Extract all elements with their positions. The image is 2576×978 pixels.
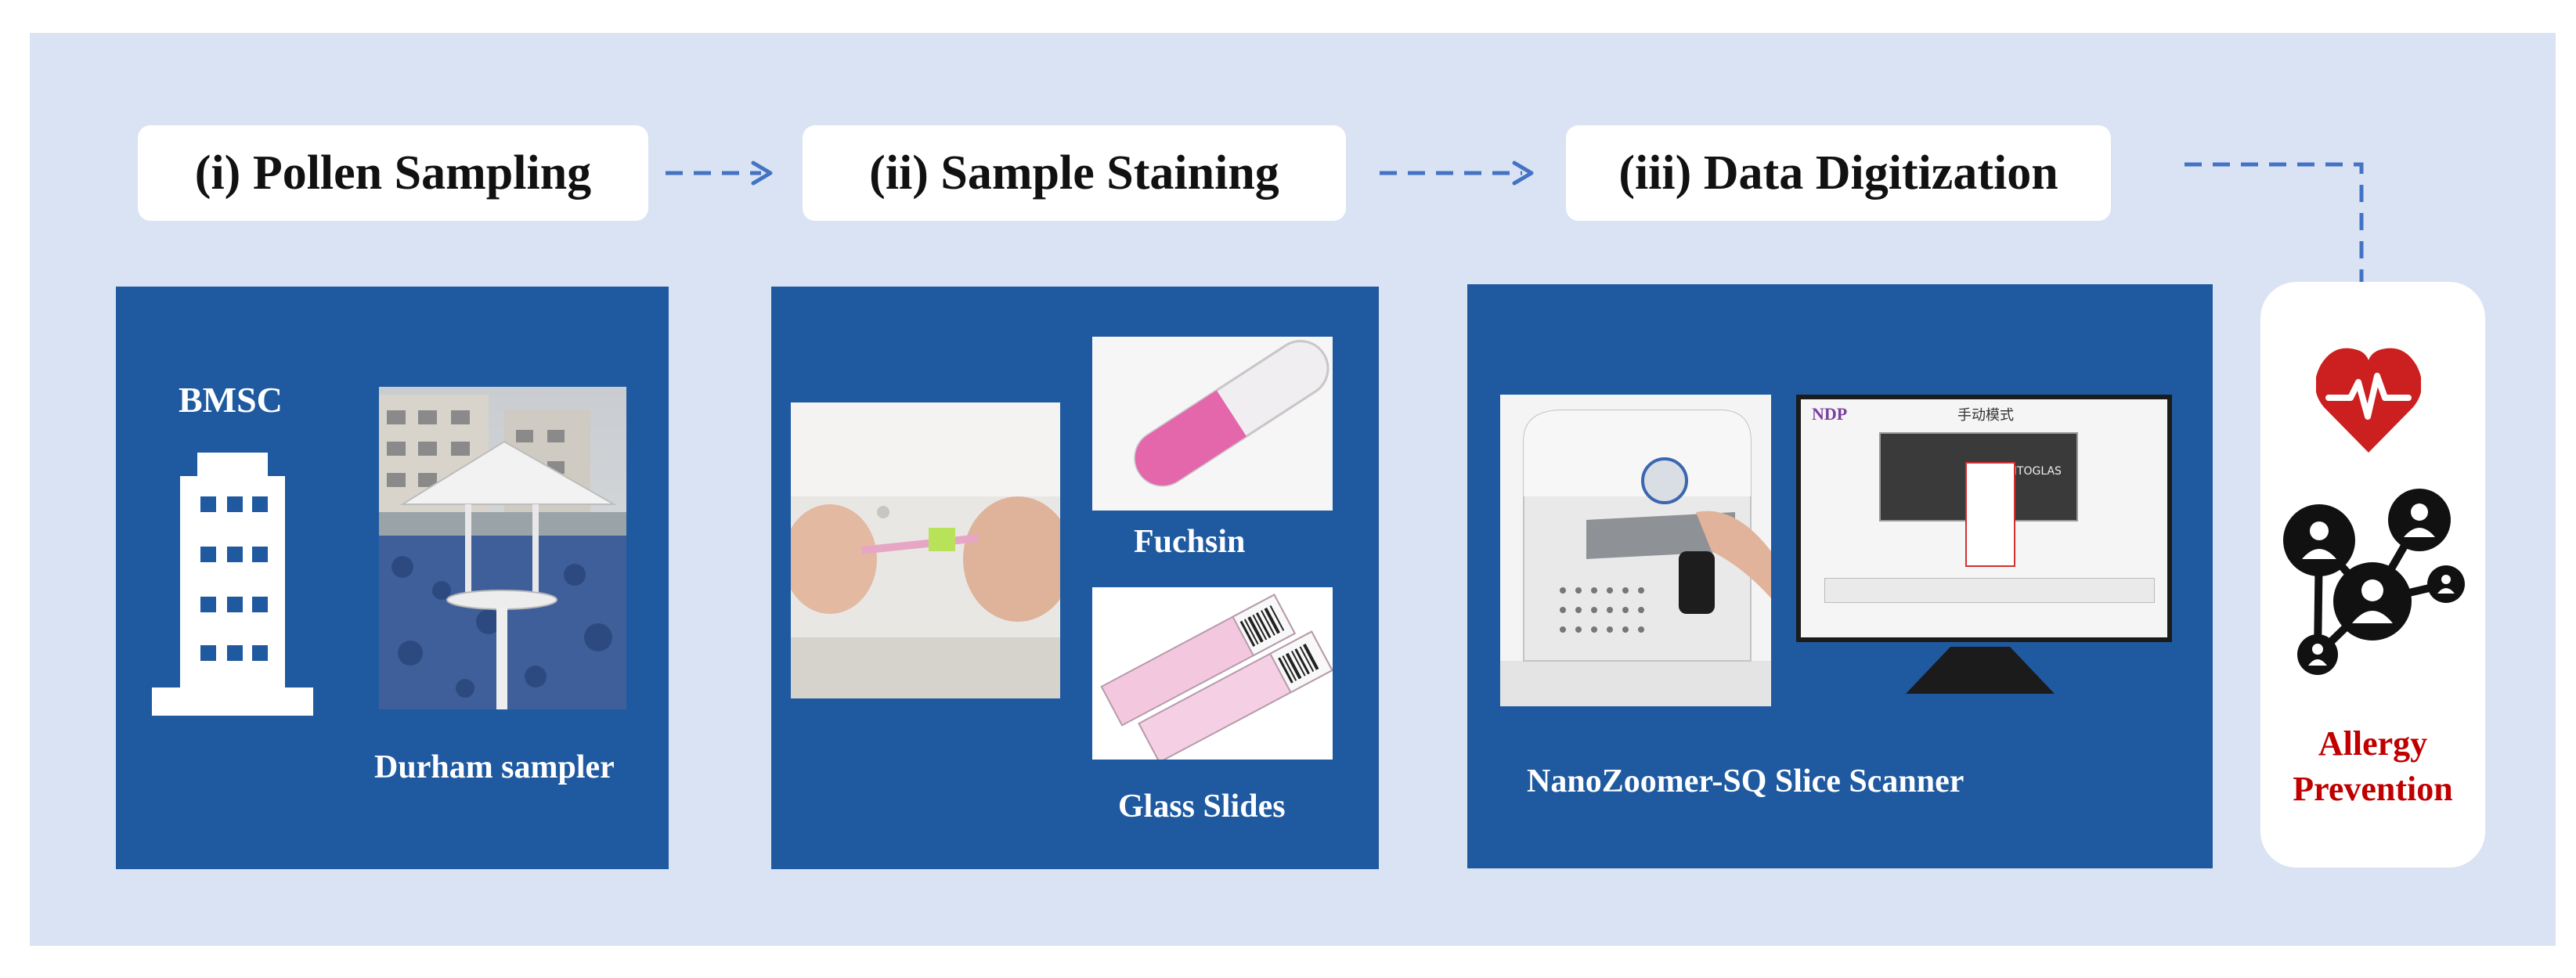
fuchsin-photo — [1092, 337, 1333, 511]
slide-preview-text: CITOGLAS — [2006, 465, 2062, 478]
scan-list — [1965, 462, 2015, 567]
scanner-photo — [1500, 395, 1771, 706]
heart-pulse-icon — [2316, 348, 2421, 453]
staining-hands-photo — [791, 402, 1060, 698]
ndp-logo: NDP — [1812, 404, 1848, 424]
step-title-pollen-sampling: (i) Pollen Sampling — [138, 125, 648, 221]
step-title-text: (i) Pollen Sampling — [194, 146, 592, 200]
step-title-sample-staining: (ii) Sample Staining — [803, 125, 1346, 221]
step-title-data-digitization: (iii) Data Digitization — [1566, 125, 2111, 221]
monitor-photo: NDP 手动模式 CITOGLAS — [1788, 388, 2174, 706]
building-icon — [152, 453, 313, 716]
screen-title: 手动模式 — [1957, 407, 2014, 424]
step-title-text: (ii) Sample Staining — [869, 146, 1279, 200]
step-title-text: (iii) Data Digitization — [1618, 146, 2058, 200]
status-bar — [1824, 578, 2155, 603]
bmsc-label: BMSC — [179, 380, 283, 420]
outcome-label-line1: Allergy — [2318, 724, 2428, 763]
durham-sampler-label: Durham sampler — [374, 749, 615, 785]
monitor-screen: NDP 手动模式 CITOGLAS — [1796, 395, 2172, 642]
scanner-label: NanoZoomer-SQ Slice Scanner — [1527, 763, 1964, 799]
people-network-icon — [2283, 489, 2465, 675]
glass-slides-photo — [1092, 587, 1333, 760]
durham-sampler-photo — [379, 387, 626, 709]
glass-slides-label: Glass Slides — [1118, 789, 1286, 825]
monitor-stand — [1906, 647, 2055, 694]
outcome-label-line2: Prevention — [2293, 770, 2453, 808]
fuchsin-label: Fuchsin — [1134, 524, 1246, 560]
